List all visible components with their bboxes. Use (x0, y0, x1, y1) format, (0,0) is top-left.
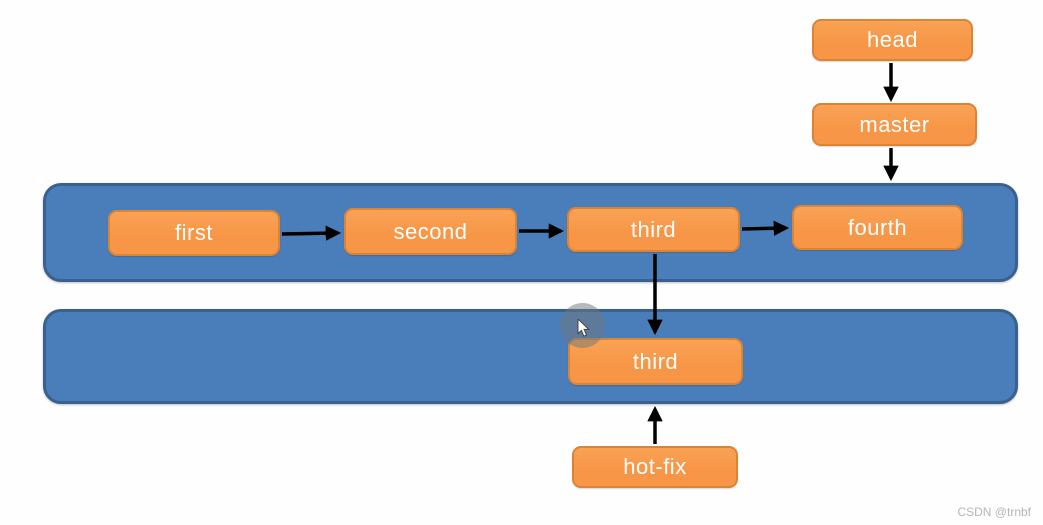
node-head-label: head (867, 27, 918, 52)
mouse-cursor-icon (577, 319, 590, 337)
node-third-master: third (567, 207, 740, 252)
node-first: first (108, 210, 280, 256)
node-second: second (344, 208, 517, 255)
node-hotfix: hot-fix (572, 446, 738, 488)
branch-bar-hotfix (43, 309, 1018, 404)
node-fourth-label: fourth (847, 214, 908, 240)
watermark: CSDN @trnbf (957, 505, 1031, 519)
node-second-label: second (393, 218, 468, 244)
node-first-label: first (175, 220, 213, 245)
node-third-hotfix-label: third (632, 348, 679, 374)
arrow-third-to-fourth (741, 220, 790, 236)
node-master-label: master (859, 111, 930, 137)
node-master: master (812, 103, 977, 146)
node-third-hotfix: third (568, 338, 743, 385)
node-head: head (812, 19, 973, 61)
node-third-master-label: third (630, 216, 677, 242)
node-fourth: fourth (792, 205, 963, 250)
node-hotfix-label: hot-fix (623, 454, 687, 479)
arrow-first-to-second (281, 225, 342, 241)
